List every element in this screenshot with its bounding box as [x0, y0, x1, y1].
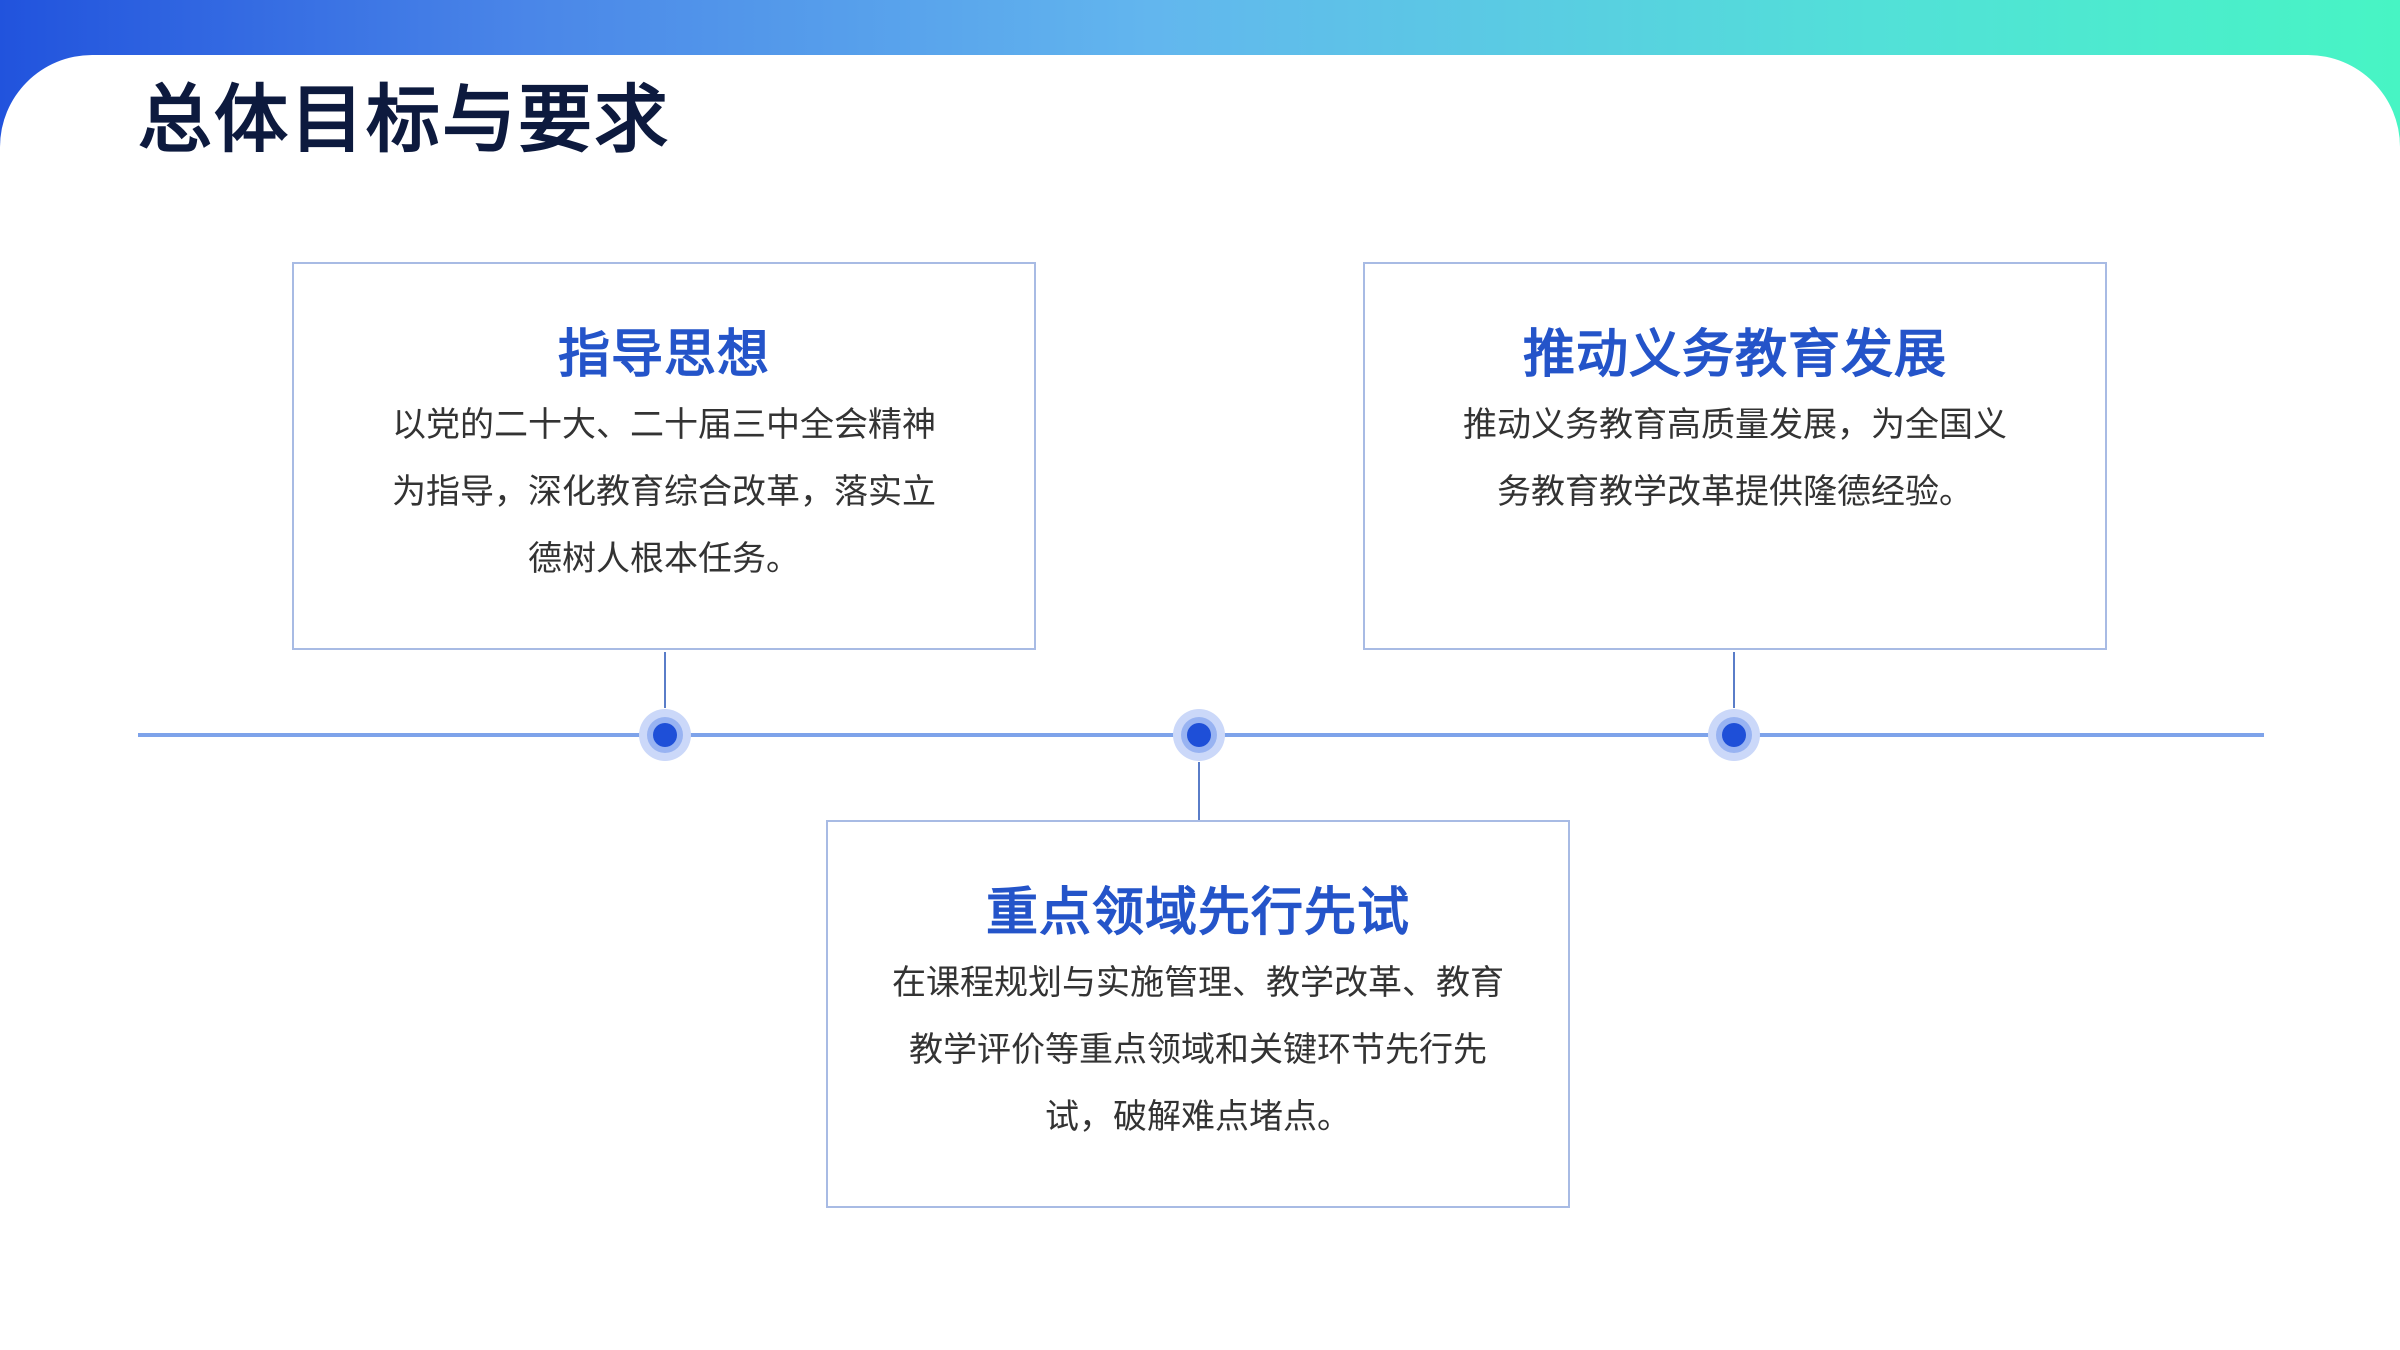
timeline-node-3 — [1708, 709, 1760, 761]
card-heading: 推动义务教育发展 — [1522, 325, 1947, 385]
card-promote-education: 推动义务教育发展 推动义务教育高质量发展，为全国义务教育教学改革提供隆德经验。 — [1363, 262, 2107, 650]
card-body: 在课程规划与实施管理、教学改革、教育教学评价等重点领域和关键环节先行先试，破解难… — [892, 963, 1504, 1137]
connector-line-2 — [1198, 762, 1200, 822]
card-guiding-thought: 指导思想 以党的二十大、二十届三中全会精神为指导，深化教育综合改革，落实立德树人… — [292, 262, 1036, 650]
page-title: 总体目标与要求 — [138, 77, 670, 163]
card-key-areas: 重点领域先行先试 在课程规划与实施管理、教学改革、教育教学评价等重点领域和关键环… — [826, 820, 1570, 1208]
card-body: 以党的二十大、二十届三中全会精神为指导，深化教育综合改革，落实立德树人根本任务。 — [392, 405, 936, 579]
timeline-node-1 — [639, 709, 691, 761]
timeline-node-2 — [1173, 709, 1225, 761]
connector-line-3 — [1733, 652, 1735, 708]
card-body: 推动义务教育高质量发展，为全国义务教育教学改革提供隆德经验。 — [1463, 405, 2007, 512]
card-heading: 重点领域先行先试 — [985, 883, 1410, 943]
connector-line-1 — [664, 652, 666, 708]
card-heading: 指导思想 — [557, 325, 770, 385]
